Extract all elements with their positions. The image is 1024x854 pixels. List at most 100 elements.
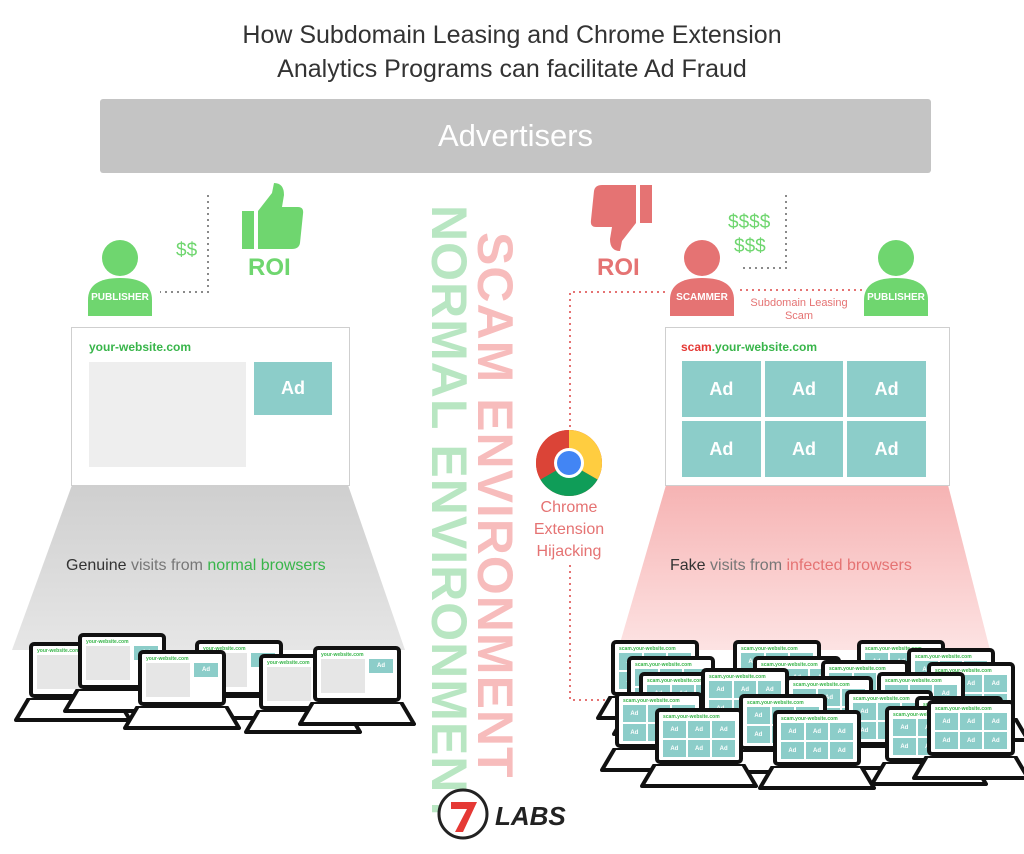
laptop-ad: Ad: [623, 705, 646, 722]
ad-label: Ad: [874, 378, 899, 399]
laptop-ad: Ad: [758, 681, 781, 698]
laptop-screen: your-website.com Ad: [138, 650, 226, 706]
laptop-url: your-website.com: [86, 639, 129, 645]
chrome-line-2: Extension: [533, 521, 605, 538]
scam-website: scam.your-website.com Ad Ad Ad Ad Ad Ad: [665, 327, 950, 486]
7labs-logo-icon: [437, 788, 489, 840]
laptop-base: [912, 756, 1024, 780]
scam-ad-slot: Ad: [764, 421, 844, 477]
scam-domain: .your-website.com: [711, 340, 818, 354]
laptop-url: your-website.com: [146, 656, 189, 662]
right-money-1: $$$$: [728, 212, 771, 233]
thumbs-down-icon: [590, 185, 652, 251]
laptop-ad: Ad: [663, 721, 686, 738]
ad-label: Ad: [709, 438, 734, 459]
publisher-money-line: [160, 195, 209, 293]
laptop-url: scam.your-website.com: [793, 682, 850, 688]
laptop-ad: Ad: [830, 742, 853, 759]
laptop-base: [640, 764, 758, 788]
laptop-ad: Ad: [935, 732, 958, 749]
laptop-url: scam.your-website.com: [623, 698, 680, 704]
laptop-ad: Ad: [733, 681, 757, 698]
laptop-ad: Ad: [623, 724, 646, 741]
ad-label: Ad: [281, 378, 305, 398]
laptop-content: [267, 667, 311, 701]
laptop-url: scam.your-website.com: [761, 662, 818, 668]
laptop-url: scam.your-website.com: [619, 646, 676, 652]
laptop-ad: Ad: [984, 675, 1007, 692]
normal-browsers-word: normal browsers: [207, 557, 326, 574]
laptop-content: [321, 659, 365, 693]
laptop-ad: Ad: [893, 719, 916, 736]
scam-ad-slot: Ad: [682, 361, 761, 417]
publisher-label-left: PUBLISHER: [91, 292, 149, 303]
laptop-ad: Ad: [687, 740, 711, 757]
laptop: your-website.com Ad: [298, 646, 416, 728]
publisher-avatar-right: [864, 240, 928, 316]
laptop-base: [123, 706, 241, 730]
title-line-2: Analytics Programs can facilitate Ad Fra…: [277, 55, 747, 83]
publisher-avatar-left: [88, 240, 152, 316]
scam-ad-grid: Ad Ad Ad Ad Ad Ad: [682, 361, 926, 477]
visits-from: visits from: [126, 557, 208, 574]
laptop-url: scam.your-website.com: [893, 712, 950, 718]
laptop-content: [86, 646, 130, 680]
scam-ad-slot: Ad: [682, 421, 761, 477]
laptop-ad: Ad: [893, 738, 916, 755]
laptop-url: scam.your-website.com: [829, 666, 886, 672]
right-money-2: $$$: [734, 236, 766, 257]
laptop-ad: Ad: [709, 681, 732, 698]
laptop-url: scam.your-website.com: [935, 668, 992, 674]
laptop-ad: Ad: [959, 732, 983, 749]
laptop-base: [298, 702, 416, 726]
ad-label: Ad: [709, 378, 734, 399]
laptop-ad: Ad: [959, 675, 983, 692]
scam-ad-slot: Ad: [847, 421, 926, 477]
subdomain-leasing-label: Subdomain Leasing Scam: [744, 297, 854, 323]
chrome-hijack-line: [569, 291, 665, 430]
scam-website-url: scam.your-website.com: [681, 340, 817, 354]
infected-browsers-word: infected browsers: [786, 557, 912, 574]
laptop-ad: Ad: [712, 740, 735, 757]
roi-label-right: ROI: [597, 254, 640, 281]
scam-prefix: scam: [681, 340, 712, 354]
normal-visits-beam: [12, 485, 405, 650]
laptop-ad: Ad: [805, 742, 829, 759]
laptop-ad: Ad: [959, 713, 983, 730]
chrome-line-1: Chrome: [540, 499, 598, 516]
laptop-screen: your-website.com Ad: [313, 646, 401, 702]
laptop-content: [37, 655, 81, 689]
website-url: your-website.com: [89, 340, 192, 354]
genuine-website: your-website.com Ad: [71, 327, 350, 486]
laptop-ad: Ad: [830, 723, 853, 740]
laptop-url: scam.your-website.com: [865, 646, 922, 652]
chrome-extension-hijacking: Chrome Extension Hijacking: [514, 497, 624, 563]
laptop-ad: Ad: [747, 707, 770, 724]
laptop-base: [758, 766, 876, 790]
scam-ad-slot: Ad: [764, 361, 844, 417]
left-money: $$: [176, 240, 198, 261]
laptop-url: scam.your-website.com: [915, 654, 972, 660]
fake-visits-beam: [618, 485, 990, 650]
laptop-ad: Ad: [935, 713, 958, 730]
publisher-label-right: PUBLISHER: [867, 292, 925, 303]
leasing-line-2: Scam: [784, 310, 814, 322]
laptop-url: scam.your-website.com: [935, 706, 992, 712]
genuine-visits-text: Genuine visits from normal browsers: [66, 557, 326, 575]
leasing-line-1: Subdomain Leasing: [750, 297, 848, 309]
laptop-ad: Ad: [781, 742, 804, 759]
genuine-word: Genuine: [66, 557, 127, 574]
laptop-url: scam.your-website.com: [741, 646, 798, 652]
laptop-ad: Ad: [369, 659, 393, 673]
advertisers-label: Advertisers: [437, 118, 594, 153]
ad-slot: Ad: [254, 362, 332, 415]
ad-label: Ad: [874, 438, 899, 459]
laptop-ad: Ad: [781, 723, 804, 740]
laptop-ad: Ad: [663, 740, 686, 757]
